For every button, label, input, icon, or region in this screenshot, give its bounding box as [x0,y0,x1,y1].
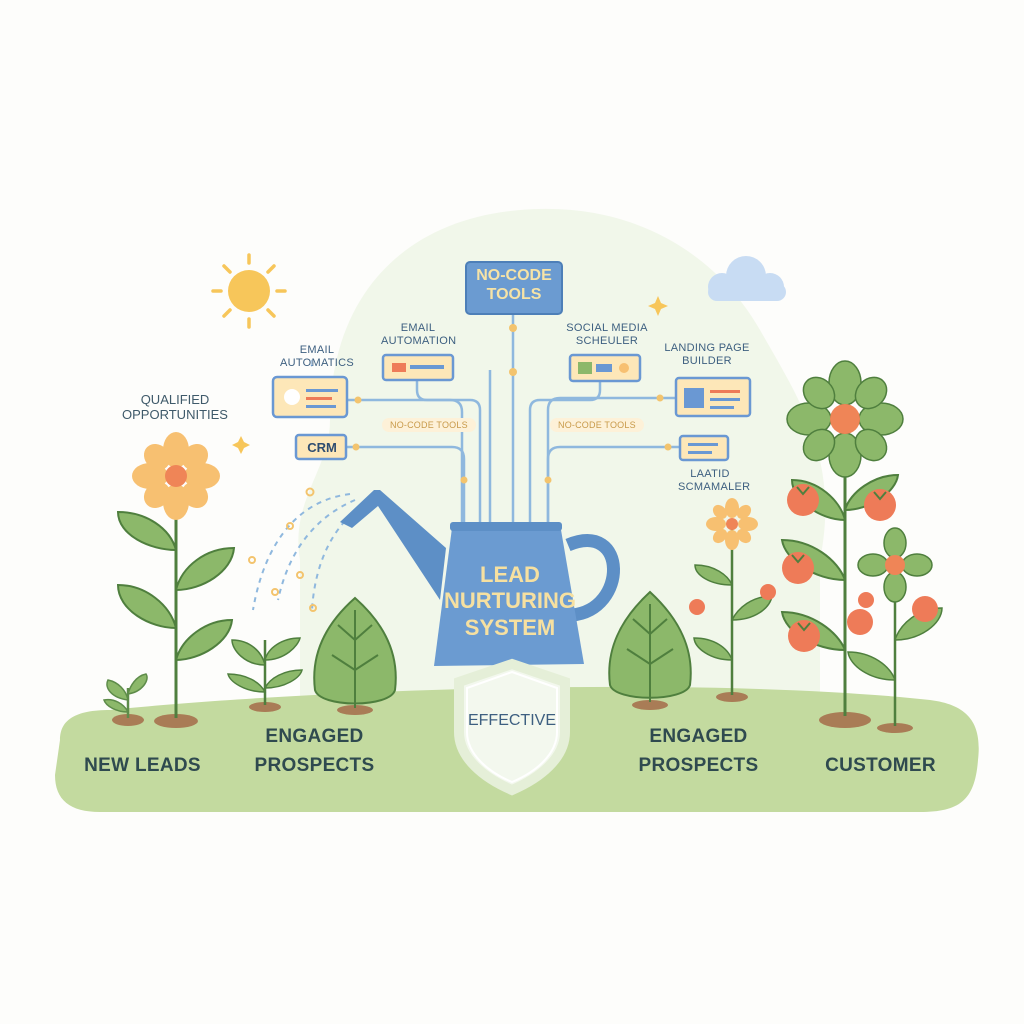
qualified-label: QUALIFIED OPPORTUNITIES [122,392,228,422]
sun-icon [211,253,287,329]
can-label: LEAD NURTURING SYSTEM [444,562,576,640]
tool-label-laatid: LAATID SCMAMALER [678,468,751,493]
cloud-icon [708,256,786,301]
water-drops [248,487,317,612]
tool-email-automation-box [381,353,455,382]
flower-icon [116,432,236,728]
sprout-plant [227,637,303,712]
bush-plant [608,590,692,710]
tool-email-automatics-box [271,375,349,419]
shield-icon [454,658,570,796]
sparkle-icon [648,296,668,316]
tool-social-media-box [568,353,642,383]
tool-laatid-box [678,434,730,462]
seedling-plant [103,673,148,726]
stage-customer: CUSTOMER [825,755,936,776]
tool-label-email-automatics: EMAIL AUTOMATICS [279,344,355,369]
connector-tag-left: NO-CODE TOOLS [382,418,476,432]
hub-label: NO-CODE TOOLS [476,267,552,304]
tool-label-email-automation: EMAIL AUTOMATION [381,322,457,347]
stage-engaged-prospects-right: ENGAGED PROSPECTS [638,726,759,777]
connector-dots [352,324,672,484]
shield-label: EFFECTIVE [467,712,556,729]
sparkle-icon [232,436,250,454]
tool-label-landing-page: LANDING PAGE BUILDER [664,342,750,367]
connector-tag-right: NO-CODE TOOLS [550,418,644,432]
tool-crm-box [294,433,348,461]
stage-engaged-prospects-left: ENGAGED PROSPECTS [254,726,375,777]
watering-can-icon [340,490,620,666]
hub-box [465,261,563,315]
tool-label-social-media: SOCIAL MEDIA SCHEULER [566,322,648,347]
tool-landing-page-box [674,376,752,418]
bush-plant [313,596,397,715]
customer-plant [780,360,904,728]
tomato-plant-icon [689,498,776,702]
customer-plant [847,527,943,733]
arrow-down-icon: ↓ [309,357,315,369]
stage-new-leads: NEW LEADS [84,755,201,776]
connectors [345,315,680,525]
tool-label-crm: CRM [307,440,337,455]
